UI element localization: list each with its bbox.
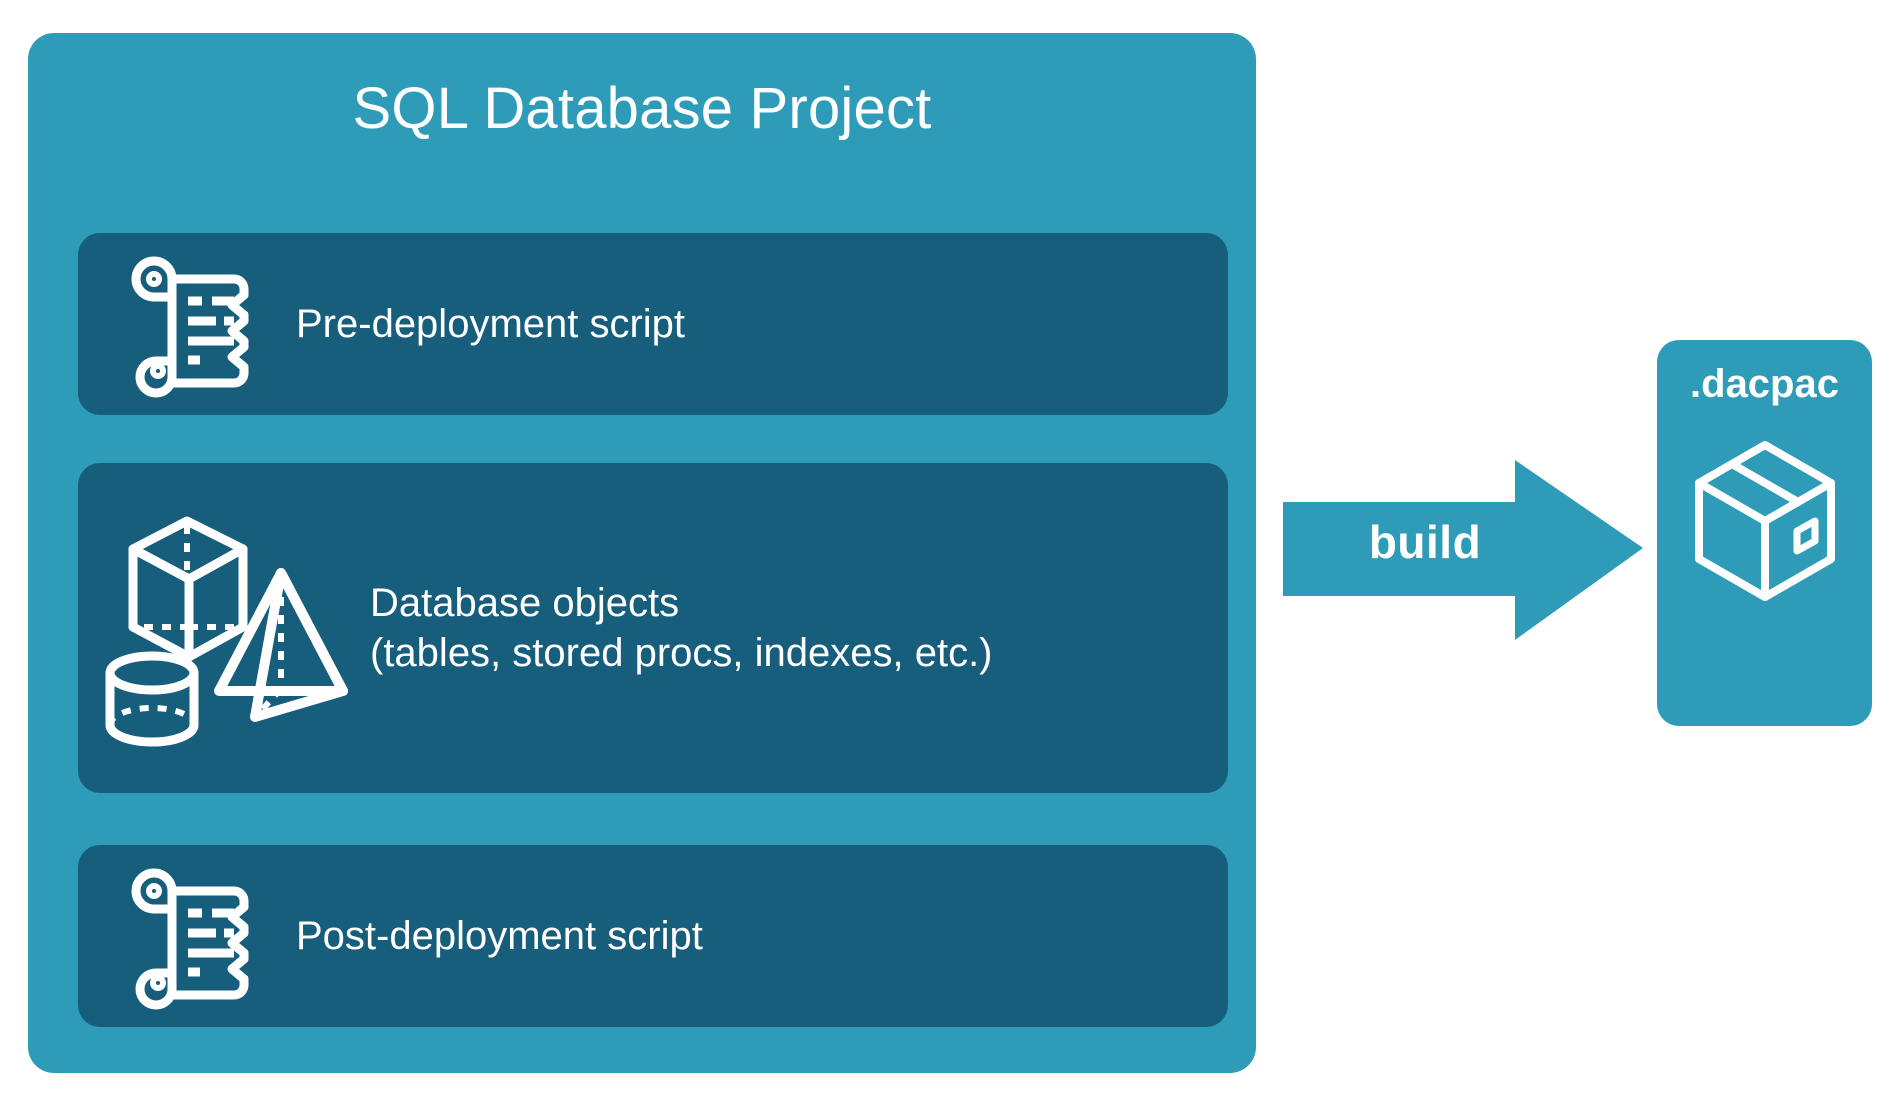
- card-pre-deployment-script[interactable]: Pre-deployment script: [78, 233, 1228, 415]
- card-label-database-objects: Database objects (tables, stored procs, …: [370, 581, 993, 675]
- build-arrow-label: build: [1368, 516, 1482, 568]
- dacpac-output-panel: .dacpac: [1657, 340, 1872, 726]
- package-box-icon: [1685, 435, 1845, 615]
- build-arrow: [1283, 460, 1643, 640]
- page-title: SQL Database Project: [352, 76, 932, 141]
- card-label-post-deployment: Post-deployment script: [296, 914, 703, 958]
- scroll-icon: [96, 868, 296, 1010]
- card-label-pre-deployment: Pre-deployment script: [296, 302, 686, 346]
- card-post-deployment-script[interactable]: Post-deployment script: [78, 845, 1228, 1027]
- arrow-shape: [1283, 460, 1643, 640]
- sql-database-project-panel: SQL Database Project Pre-deplo: [28, 33, 1256, 1073]
- 3d-shapes-icon: [90, 503, 370, 753]
- dacpac-title: .dacpac: [1690, 362, 1839, 406]
- card-database-objects[interactable]: Database objects (tables, stored procs, …: [78, 463, 1228, 793]
- scroll-icon: [96, 256, 296, 398]
